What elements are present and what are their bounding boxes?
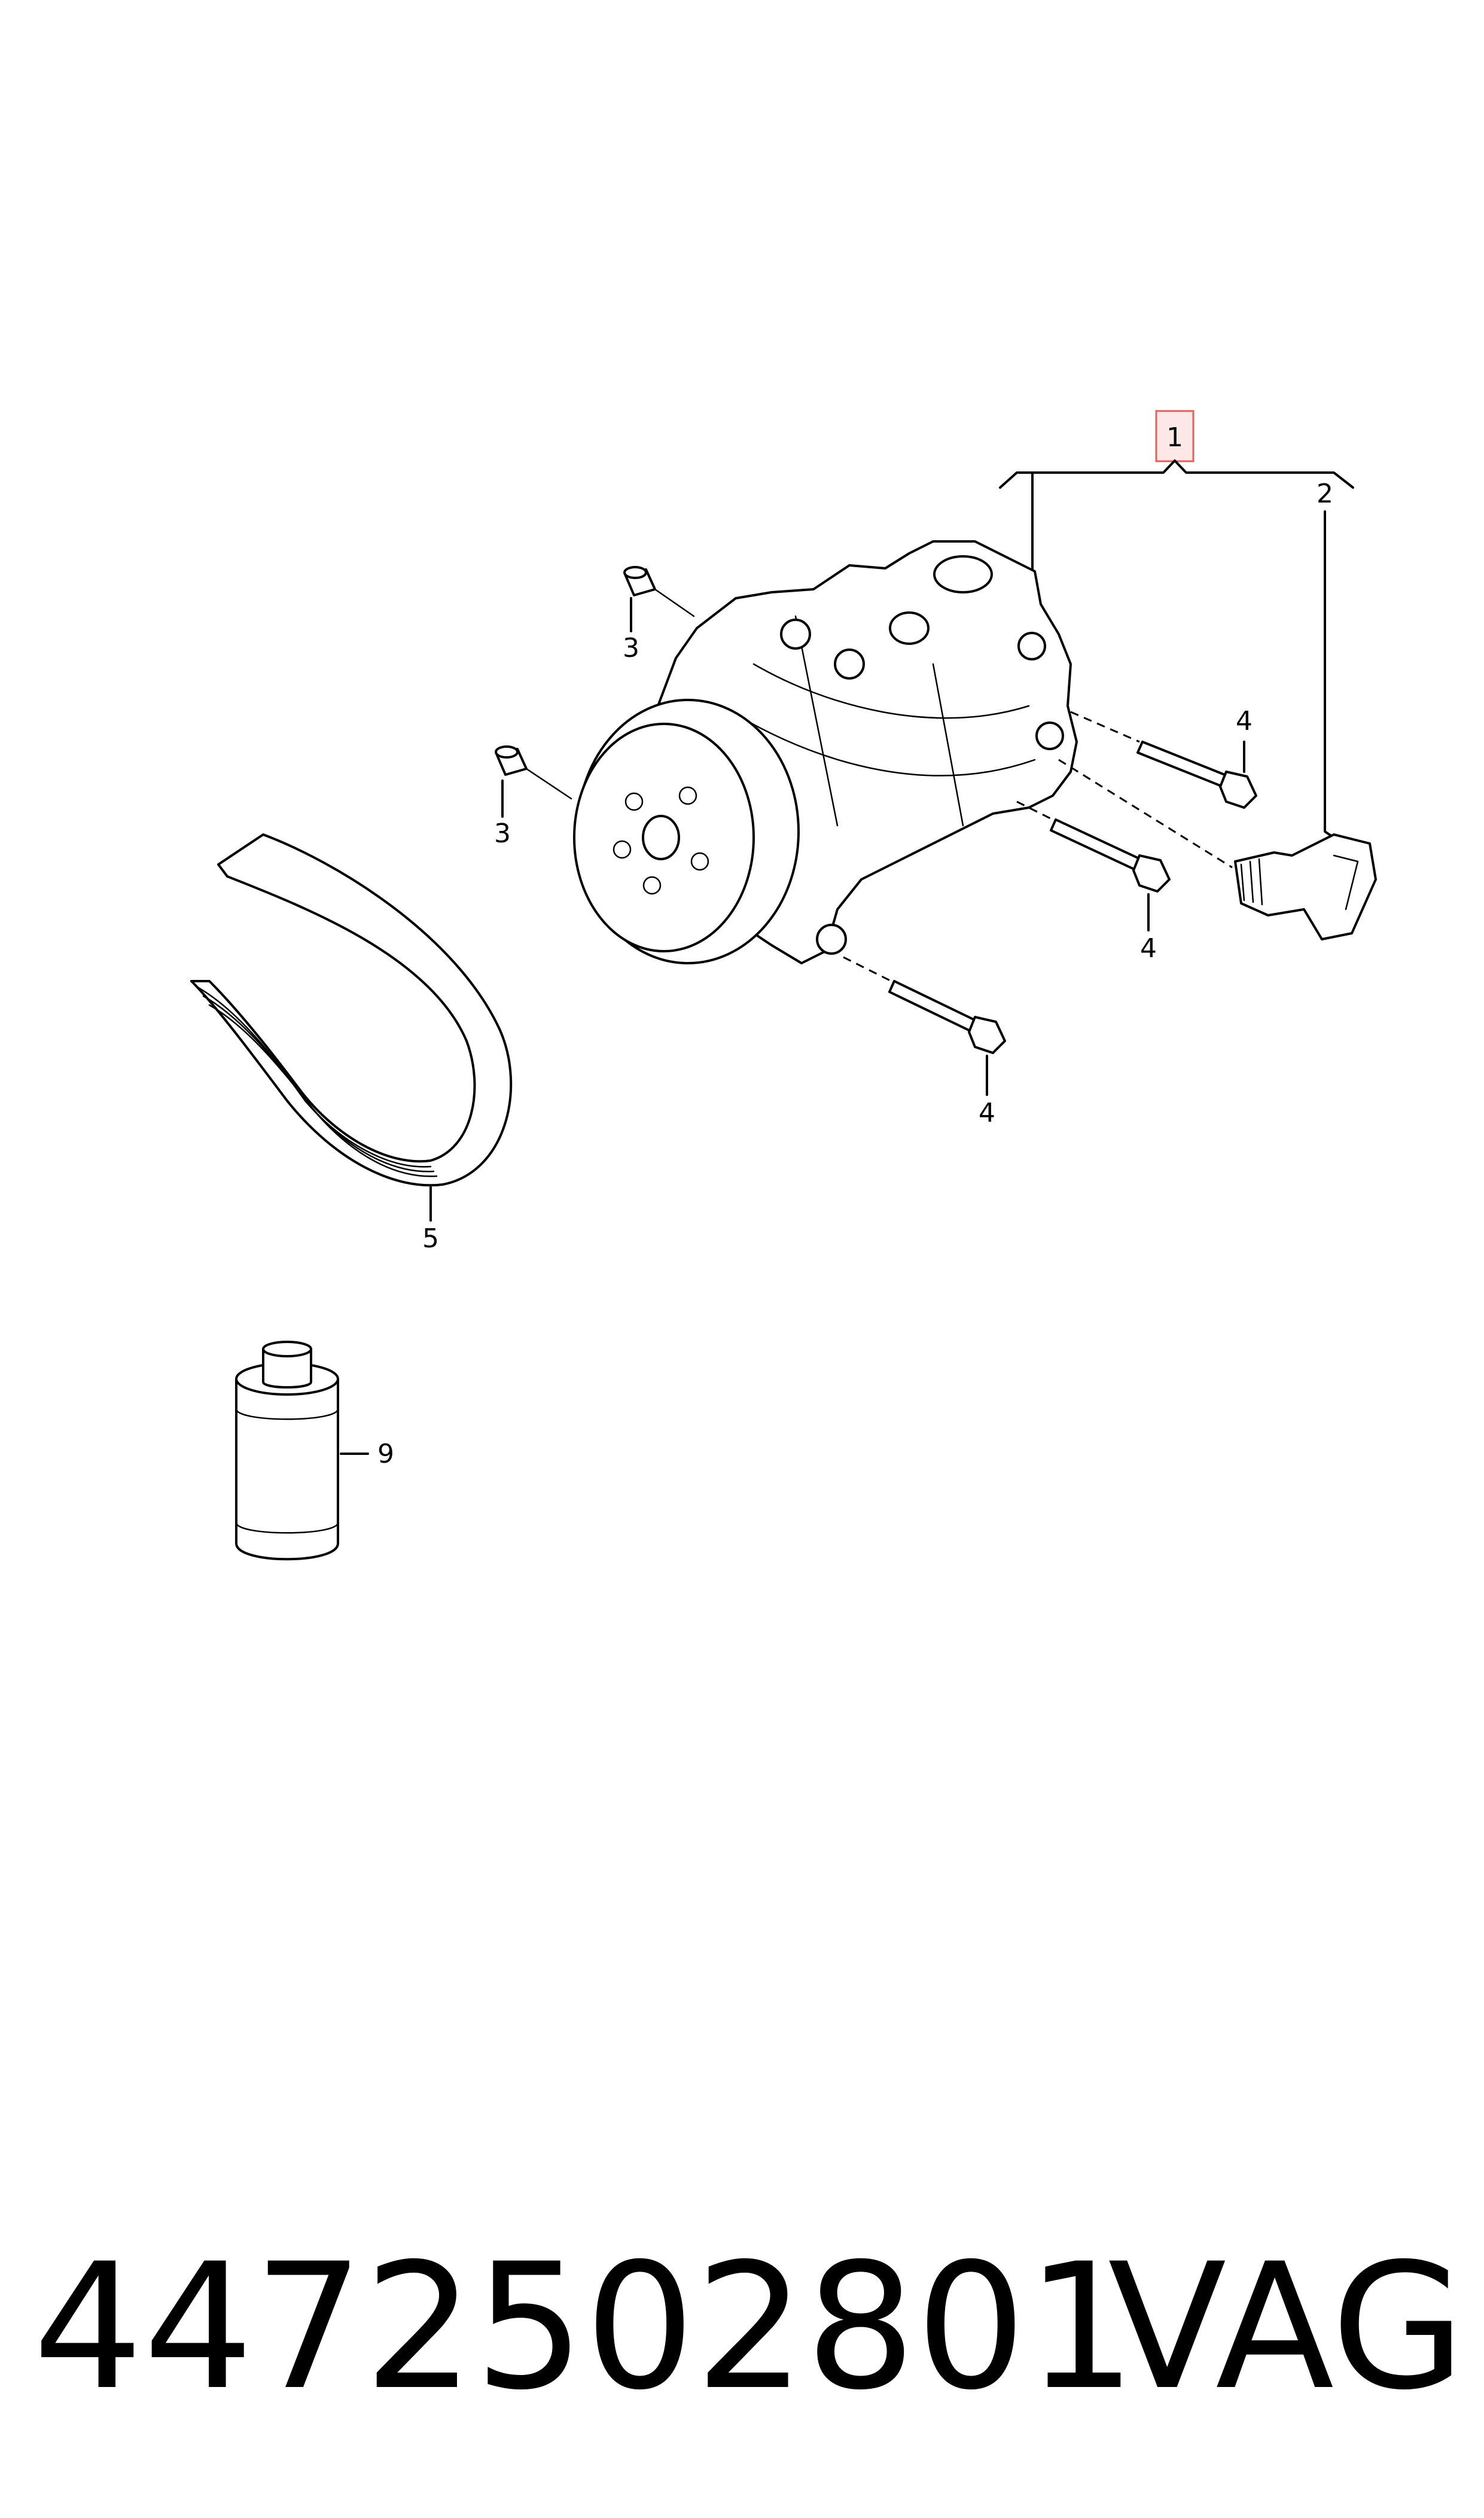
- bolt-middle[interactable]: [1050, 818, 1171, 893]
- bushing-upper-axis: [654, 588, 695, 617]
- bolt-middle-shank: [1050, 818, 1147, 873]
- compressor-cylinder-line-3: [794, 615, 839, 827]
- compressor-cylinder-line-2: [741, 717, 1036, 777]
- bottle-body: [235, 1378, 339, 1561]
- compressor-cylinder-line-4: [932, 663, 964, 827]
- compressor-pulley-hub: [642, 815, 680, 860]
- ribbed-drive-belt[interactable]: [190, 833, 513, 1187]
- callout-1-group[interactable]: 1: [1155, 410, 1194, 462]
- bolt-upper-shank: [1136, 741, 1233, 790]
- compressor-cylinder-line-1: [752, 663, 1030, 719]
- compressor-bolt-boss-5: [1035, 721, 1064, 750]
- compressor-bolt-boss-1: [780, 619, 811, 650]
- belt-rib-2: [202, 995, 435, 1173]
- bolt-middle-head: [1132, 854, 1171, 893]
- bottle-cap-top: [262, 1341, 312, 1357]
- sensor-thread: [1240, 858, 1263, 906]
- bushing-upper[interactable]: [623, 566, 656, 596]
- compressor-oil-bottle[interactable]: [235, 1341, 339, 1561]
- bolt-upper[interactable]: [1136, 741, 1257, 809]
- part-number: 4472502801: [33, 2227, 1136, 2428]
- bolt-lower-head: [968, 1016, 1006, 1054]
- callout-4a-label[interactable]: 4: [1236, 706, 1253, 736]
- pulley-hole-1: [624, 792, 644, 811]
- bushing-lower-axis: [525, 768, 572, 800]
- callout-3b-label[interactable]: 3: [494, 818, 511, 849]
- callout-1-label[interactable]: 1: [1166, 422, 1183, 453]
- belt-inner-edge: [208, 875, 476, 1163]
- assembly-bracket: [999, 459, 1354, 489]
- pulley-hole-5: [613, 840, 632, 859]
- pulley-hole-2: [678, 786, 697, 805]
- belt-rib-1: [196, 986, 432, 1168]
- bottle-label-band-bottom: [235, 1521, 339, 1534]
- compressor-bolt-boss-2: [834, 648, 865, 680]
- compressor-bolt-boss-4: [1017, 632, 1046, 660]
- pressure-sensor[interactable]: [1234, 833, 1377, 940]
- bottle-label-band-top: [235, 1408, 339, 1420]
- sensor-axis-line: [1058, 759, 1233, 869]
- bolt-lower[interactable]: [888, 980, 1006, 1054]
- callout-3a-label[interactable]: 3: [623, 633, 639, 663]
- belt-end-cut-top: [217, 863, 228, 878]
- belt-rib-3: [208, 1004, 438, 1177]
- bottle-cap: [262, 1348, 312, 1389]
- bolt-lower-axis: [843, 956, 892, 982]
- bolt-upper-head: [1219, 771, 1257, 809]
- bolt-lower-shank: [888, 980, 982, 1035]
- callout-4c-label[interactable]: 4: [979, 1098, 995, 1128]
- bushing-lower[interactable]: [495, 745, 528, 776]
- callout-5-label[interactable]: 5: [422, 1223, 439, 1254]
- ac-compressor[interactable]: [573, 540, 1078, 964]
- sensor-connector-detail: [1333, 854, 1359, 911]
- belt-outer-edge: [190, 833, 513, 1187]
- compressor-bolt-boss-3: [816, 924, 847, 955]
- bolt-upper-axis: [1070, 711, 1140, 743]
- callout-4b-label[interactable]: 4: [1140, 933, 1157, 964]
- bolt-middle-axis: [1016, 800, 1053, 821]
- compressor-port-small: [889, 611, 930, 645]
- compressor-port-large: [933, 555, 993, 593]
- leader-line-2: [1324, 510, 1353, 851]
- brand-name: VAG: [1108, 2227, 1465, 2428]
- pulley-hole-3: [690, 852, 709, 871]
- callout-2-label[interactable]: 2: [1317, 479, 1333, 509]
- callout-9-label[interactable]: 9: [377, 1439, 394, 1469]
- bushing-lower-face: [495, 745, 519, 759]
- sensor-body: [1234, 833, 1377, 940]
- pulley-hole-4: [642, 876, 662, 895]
- bushing-upper-face: [623, 566, 647, 579]
